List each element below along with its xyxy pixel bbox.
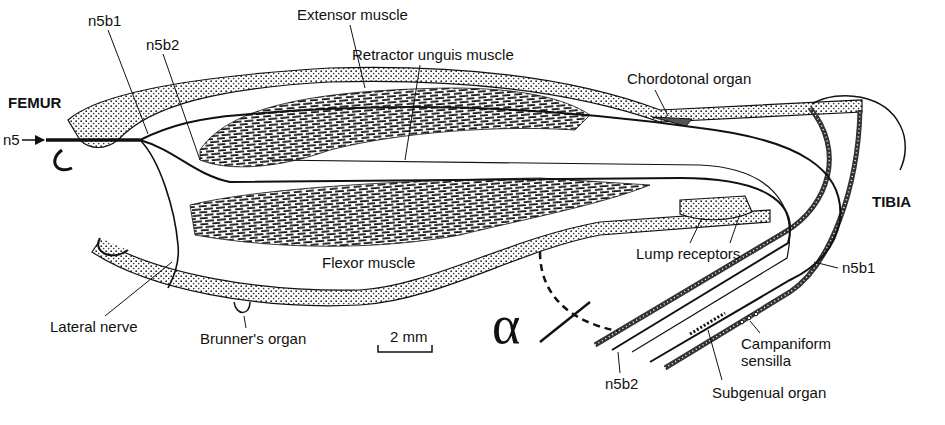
part-label: Subgenual organ [712, 384, 826, 401]
leader-line [814, 262, 838, 268]
flexor-muscle-fibres [190, 178, 650, 246]
scale-label: 2 mm [390, 328, 428, 345]
part-label: Lump receptors [636, 245, 740, 262]
part-label: Flexor muscle [320, 254, 417, 271]
femur-knob [98, 238, 128, 255]
nerve-label: n5b1 [88, 12, 121, 29]
tibia-wall [665, 110, 860, 368]
leader-line [690, 218, 702, 243]
nerve-label: n5b1 [842, 259, 875, 276]
nerve-label: n5b2 [605, 375, 638, 392]
femur-cuticle [55, 67, 862, 305]
lump-receptor [680, 196, 752, 220]
scale-bar [378, 345, 432, 352]
nerve-label: n5 [3, 131, 20, 148]
part-label: Extensor muscle [297, 6, 408, 23]
chordotonal-organ [652, 117, 692, 126]
extensor-muscle-fibres [200, 88, 590, 167]
part-label: Campaniform sensilla [741, 335, 845, 370]
leader-line [730, 214, 740, 243]
leader-lines [105, 25, 838, 380]
campaniform-sensillum [754, 312, 758, 316]
part-label: Retractor unguis muscle [352, 46, 514, 63]
tibia-wall [595, 108, 829, 345]
nerve-label: n5b2 [146, 36, 179, 53]
tibia-wall [595, 108, 829, 345]
angle-symbol: α [492, 298, 520, 352]
part-label: Brunner's organ [200, 330, 306, 347]
part-label: Lateral nerve [50, 318, 138, 335]
campaniform-sensillum [747, 316, 751, 320]
lateral-nerve [140, 140, 178, 288]
femur-hook [55, 150, 72, 170]
angle-arc [540, 252, 618, 331]
subgenual-organ [690, 313, 725, 334]
campaniform-sensillum [740, 320, 744, 324]
leader-line [244, 316, 246, 328]
leader-line [405, 65, 420, 160]
leader-line [618, 352, 620, 373]
knee-joint [812, 96, 905, 170]
leader-line [750, 321, 760, 333]
angle-marker [540, 252, 618, 342]
nerve-n5b1 [140, 107, 840, 362]
leader-line [163, 54, 200, 160]
segment-label: FEMUR [8, 94, 61, 111]
angle-tick [540, 302, 590, 342]
scale-bar-line [378, 345, 432, 352]
nerve-n5b2 [140, 140, 790, 350]
brunners-organ [234, 302, 250, 313]
leader-line [108, 30, 148, 134]
segment-label: TIBIA [872, 193, 911, 210]
leader-line [708, 330, 722, 380]
n5-arrow [22, 139, 44, 141]
leader-line [655, 90, 668, 116]
muscles [190, 88, 650, 246]
leader-line [105, 262, 172, 316]
tibia-wall [665, 110, 860, 368]
retractor-tendon [270, 160, 790, 352]
part-label: Chordotonal organ [627, 70, 751, 87]
nerve-n5 [46, 138, 140, 142]
nerves [22, 107, 840, 362]
